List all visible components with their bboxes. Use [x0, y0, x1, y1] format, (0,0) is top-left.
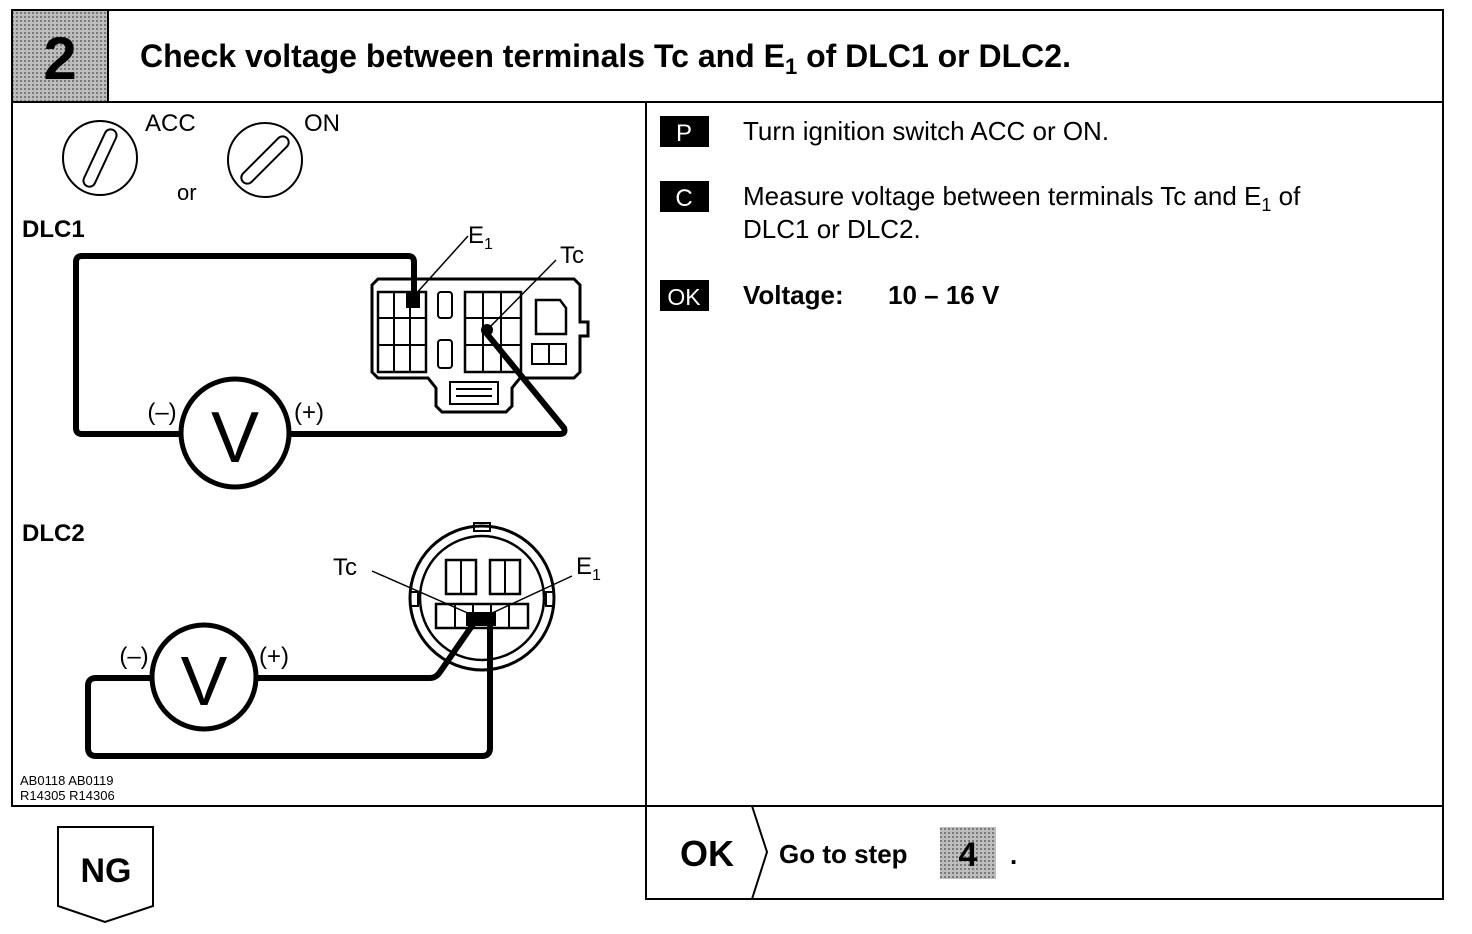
- goto-step-number: 4: [959, 836, 978, 874]
- c-badge: [660, 181, 709, 212]
- ignition-switch-acc: ACC: [62, 110, 196, 196]
- wiring-diagram: ACC or ON DLC1: [20, 110, 601, 803]
- instructions: P Turn ignition switch ACC or ON. C Meas…: [660, 116, 1301, 311]
- ok-result[interactable]: OK Go to step 4 .: [645, 805, 1444, 900]
- key-cylinder-on-icon: [227, 122, 303, 198]
- step-number: 2: [43, 25, 76, 92]
- key-slot-on-icon: [240, 135, 290, 185]
- dlc2-voltmeter: V (–) (+): [119, 622, 289, 732]
- dlc2-body: [408, 524, 556, 672]
- voltmeter-symbol: V: [211, 398, 259, 478]
- ng-arrow-tag[interactable]: [57, 826, 154, 924]
- voltmeter-icon: [178, 376, 292, 490]
- goto-step-box[interactable]: [940, 827, 996, 879]
- figure-codes-line1: AB0118 AB0119: [20, 773, 114, 788]
- ok-label: OK: [680, 833, 734, 874]
- dlc1-block-left: [376, 290, 428, 374]
- dlc2-terminal-row: [434, 602, 530, 630]
- key-cylinder-acc-icon: [62, 120, 138, 196]
- dlc2-plus-label: (+): [259, 643, 289, 670]
- figure-codes-line2: R14305 R14306: [20, 788, 115, 803]
- dlc1-minus-label: (–): [147, 399, 176, 426]
- c-text-line2: DLC1 or DLC2.: [743, 214, 921, 244]
- ng-label: NG: [81, 852, 132, 890]
- goto-text: Go to step: [779, 839, 908, 869]
- c-badge-label: C: [675, 185, 692, 212]
- dlc2-e1-label: E1: [576, 553, 601, 584]
- ng-result[interactable]: NG: [57, 826, 154, 924]
- dlc1-key-2: [437, 339, 453, 369]
- dlc1-block-right: [463, 290, 523, 374]
- voltmeter-icon: [149, 622, 259, 732]
- dlc1-tc-label: Tc: [560, 242, 584, 269]
- dlc1-e1-label: E1: [468, 222, 493, 253]
- ok-chevron-icon: [751, 805, 769, 900]
- step-number-box: [13, 11, 108, 101]
- dlc2-negative-wire: [85, 620, 493, 759]
- dlc1-voltmeter: V (–) (+): [147, 376, 324, 490]
- acc-label: ACC: [145, 110, 196, 137]
- goto-period: .: [1010, 840, 1017, 870]
- dlc2-minus-label: (–): [119, 643, 148, 670]
- c-text-line1: Measure voltage between terminals Tc and…: [743, 181, 1301, 215]
- voltmeter-symbol: V: [181, 642, 228, 720]
- dlc1-pin-shape: [534, 298, 568, 336]
- ok-result-frame: [645, 805, 1444, 900]
- p-badge-label: P: [676, 120, 692, 147]
- ok-badge: [660, 280, 709, 311]
- dlc1-negative-wire: [73, 253, 417, 437]
- dlc1-e1-probe: [406, 292, 420, 308]
- dlc2-connector: [408, 522, 556, 672]
- dlc1-key-1: [437, 291, 453, 319]
- ignition-switch-on: ON: [227, 110, 340, 198]
- dlc1-latch: [449, 381, 499, 405]
- instruction-check: C Measure voltage between terminals Tc a…: [660, 181, 1301, 244]
- voltage-value: 10 – 16 V: [888, 280, 1000, 310]
- dlc1-plus-label: (+): [294, 399, 324, 426]
- instruction-ok: OK Voltage: 10 – 16 V: [660, 280, 1000, 311]
- dlc2-label: DLC2: [22, 520, 85, 547]
- step-title: Check voltage between terminals Tc and E…: [140, 38, 1071, 79]
- or-label: or: [177, 180, 197, 205]
- on-label: ON: [304, 110, 340, 137]
- diagram-panel: [11, 101, 647, 807]
- dlc1-label: DLC1: [22, 216, 85, 243]
- dlc2-tc-label: Tc: [333, 554, 357, 581]
- dlc1-connector: [370, 277, 590, 414]
- voltage-label: Voltage:: [743, 280, 844, 310]
- step-header: 2 Check voltage between terminals Tc and…: [11, 9, 1444, 103]
- p-text: Turn ignition switch ACC or ON.: [743, 116, 1109, 146]
- dlc2-positive-wire: [258, 618, 479, 681]
- key-slot-acc-icon: [82, 128, 118, 188]
- p-badge: [660, 116, 709, 147]
- instruction-prepare: P Turn ignition switch ACC or ON.: [660, 116, 1109, 147]
- ok-badge-label: OK: [667, 284, 701, 310]
- dlc1-positive-wire: [290, 332, 568, 437]
